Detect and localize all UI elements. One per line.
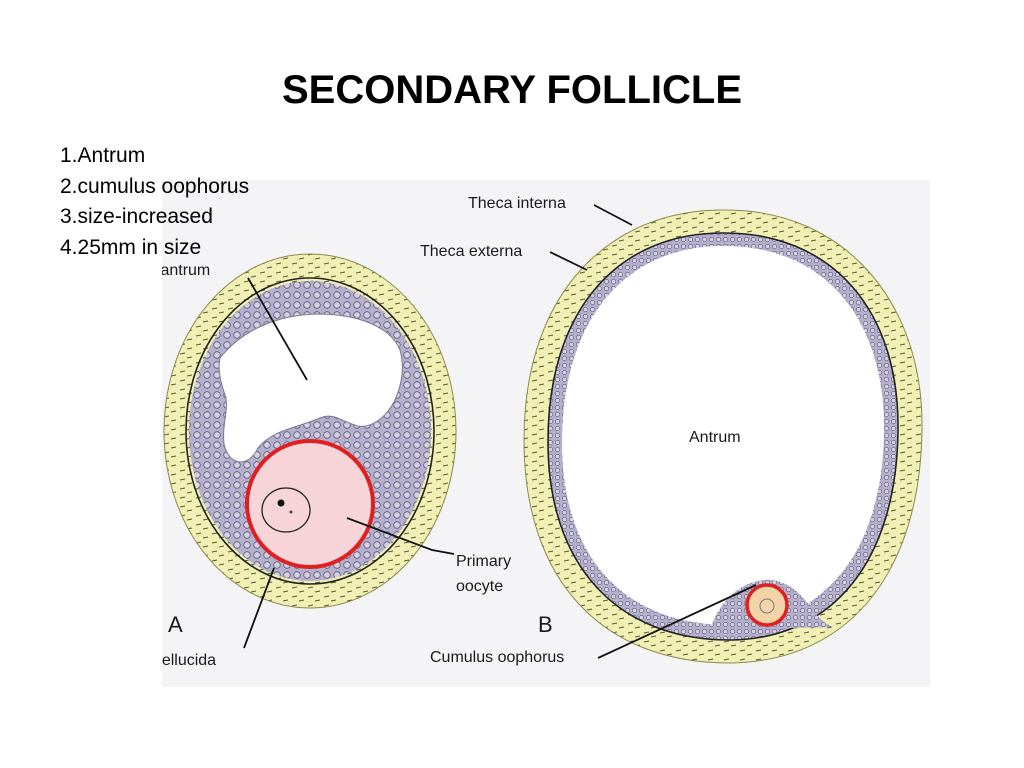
label-panel-b: B bbox=[538, 612, 553, 637]
label-oocyte: oocyte bbox=[456, 578, 503, 595]
oocyte-nucleus bbox=[261, 487, 311, 533]
key-point: 4.25mm in size bbox=[60, 235, 202, 259]
label-cumulus-oophorus: Cumulus oophorus bbox=[430, 649, 564, 666]
label-follicular-antrum: Follicular antrum bbox=[162, 262, 210, 279]
antrum-cavity bbox=[562, 245, 885, 626]
leader-theca-externa bbox=[549, 251, 588, 271]
follicle-diagram: Follicular antrum Theca interna Theca ex… bbox=[92, 195, 923, 669]
oocyte-b-nucleus bbox=[759, 598, 775, 614]
leader-theca-interna bbox=[593, 204, 633, 226]
leader-primary-oocyte bbox=[346, 517, 455, 555]
leader-follicular-antrum bbox=[247, 277, 308, 381]
follicle-b bbox=[523, 209, 923, 664]
theca-inner-border-a bbox=[185, 277, 435, 585]
label-antrum: Antrum bbox=[689, 429, 741, 446]
key-point: 3.size-increased bbox=[60, 205, 213, 228]
follicle-diagram-figure: Follicular antrum Theca interna Theca ex… bbox=[92, 180, 930, 687]
follicular-antrum-cavity bbox=[218, 313, 403, 463]
slide-title: SECONDARY FOLLICLE bbox=[281, 68, 743, 112]
nucleolus bbox=[277, 499, 285, 507]
nucleolus-small bbox=[289, 510, 293, 514]
label-zona-pellucida: Zona pellucida bbox=[162, 652, 216, 669]
key-point: 2.cumulus oophorus bbox=[60, 174, 250, 198]
label-primary: Primary bbox=[456, 553, 511, 570]
primary-oocyte-b bbox=[745, 583, 789, 627]
key-points-list: 1.Antrum 2.cumulus oophorus 3.size-incre… bbox=[60, 141, 249, 263]
key-point: 1.Antrum bbox=[60, 144, 146, 167]
leader-cumulus-oophorus bbox=[597, 584, 757, 659]
label-theca-interna: Theca interna bbox=[468, 195, 566, 212]
primary-oocyte-a bbox=[245, 439, 375, 569]
leader-zona-pellucida bbox=[243, 567, 275, 649]
follicle-a bbox=[163, 253, 457, 609]
label-panel-a: A bbox=[168, 612, 183, 637]
leader-lines bbox=[243, 204, 757, 659]
label-theca-externa: Theca externa bbox=[420, 243, 522, 260]
